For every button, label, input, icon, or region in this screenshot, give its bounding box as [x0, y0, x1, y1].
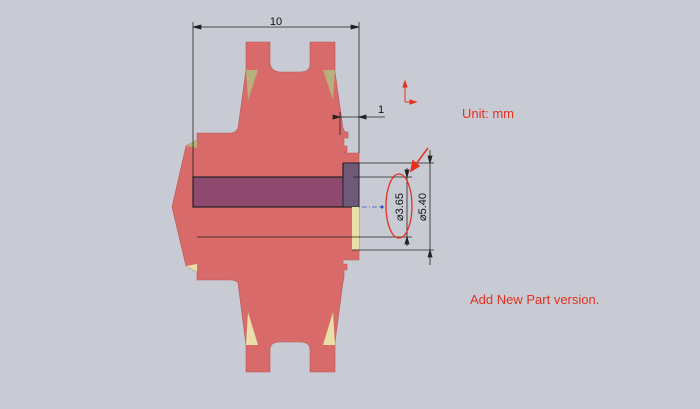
bore	[192, 176, 354, 208]
face-wedge	[323, 312, 335, 345]
face-wedge	[246, 312, 258, 345]
dimension-text-inner-diameter: ⌀3.65	[394, 193, 406, 221]
center-point	[380, 205, 384, 209]
counterbore	[342, 162, 360, 208]
dimension-text-step: 1	[378, 104, 384, 116]
version-note: Add New Part version.	[470, 292, 599, 307]
dimension-text-outer-diameter: ⌀5.40	[417, 193, 429, 221]
unit-note: Unit: mm	[462, 106, 514, 121]
diameter-dimensions[interactable]	[197, 150, 434, 265]
dimension-overall-width[interactable]	[192, 22, 360, 177]
annotation-arrow-icon	[409, 147, 429, 173]
face-wedge	[186, 140, 197, 148]
face-wedge	[323, 70, 335, 100]
end-face	[352, 207, 359, 250]
highlight-ellipse	[385, 173, 413, 239]
face-wedge	[246, 70, 258, 100]
axis-triad-icon	[402, 79, 418, 105]
dimension-step-offset[interactable]	[332, 112, 385, 135]
face-wedge	[186, 264, 197, 272]
dimension-text-width: 10	[270, 16, 282, 28]
